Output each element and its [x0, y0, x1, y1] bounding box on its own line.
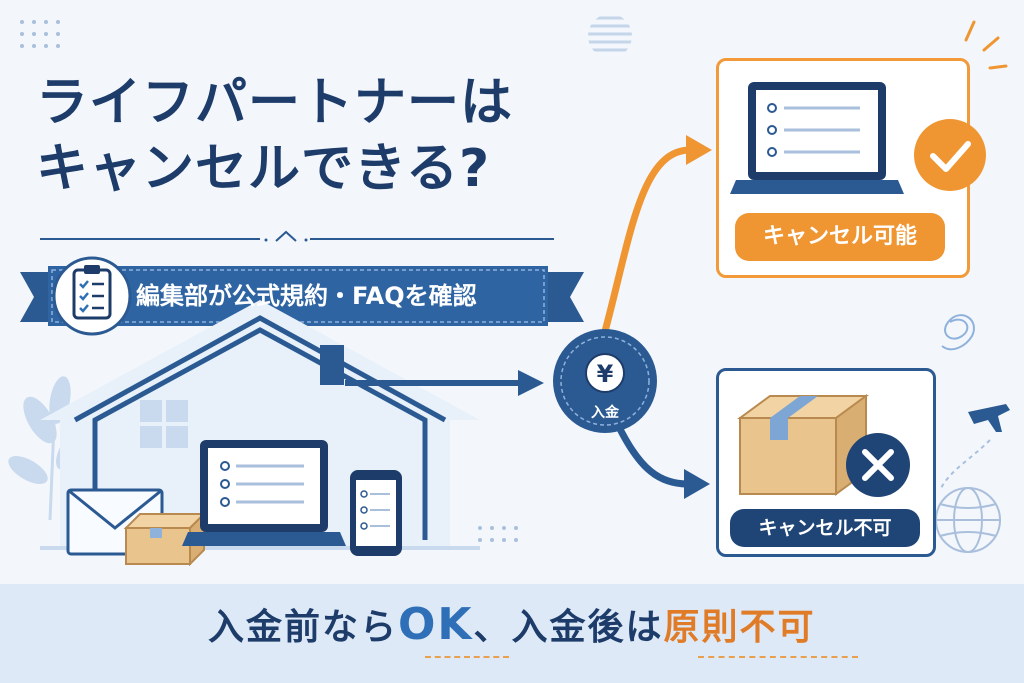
- decorative-dots: [20, 20, 518, 542]
- sparkle-lines: [964, 20, 1008, 70]
- payment-coin: [553, 329, 657, 433]
- arrow-to-payment: [345, 370, 544, 396]
- ribbon-text: 編集部が公式規約・FAQを確認: [136, 282, 477, 310]
- title-line-1: ライフパートナーは: [36, 73, 514, 133]
- laptop-icon: [182, 440, 346, 546]
- window: [140, 400, 188, 448]
- conclusion-text: 入金前ならOK、入金後は原則不可: [208, 598, 816, 650]
- ng-underline: [698, 656, 858, 658]
- striped-circle-decoration: [588, 16, 632, 52]
- conclusion-band: [0, 584, 1024, 683]
- conclusion-part-2: 、入金後は: [473, 607, 664, 648]
- divider-house-icon: [275, 230, 297, 242]
- globe-icon: [935, 487, 1001, 553]
- clipboard-check-icon: [52, 256, 132, 336]
- conclusion-ng: 原則不可: [663, 607, 816, 648]
- yen-icon: ¥: [597, 360, 614, 388]
- title-line-2: キャンセルできる?: [36, 139, 491, 199]
- cancel-ok-badge: キャンセル可能: [735, 213, 945, 261]
- payment-label: 入金: [591, 405, 619, 421]
- conclusion-part-1: 入金前なら: [208, 607, 399, 648]
- package-box-icon: [123, 511, 207, 567]
- page-title: ライフパートナーは キャンセルできる?: [36, 70, 513, 202]
- arrow-to-cancel-ng: [614, 423, 710, 499]
- ribbon-banner: [20, 266, 584, 326]
- arrow-to-cancel-ok: [600, 135, 712, 336]
- cancel-ng-badge: キャンセル不可: [730, 509, 920, 547]
- conclusion-ok: OK: [398, 599, 474, 650]
- swirl-decoration: [941, 314, 975, 351]
- smartphone-icon: [350, 470, 402, 556]
- ok-underline: [425, 656, 509, 658]
- airplane-icon: [968, 404, 1010, 432]
